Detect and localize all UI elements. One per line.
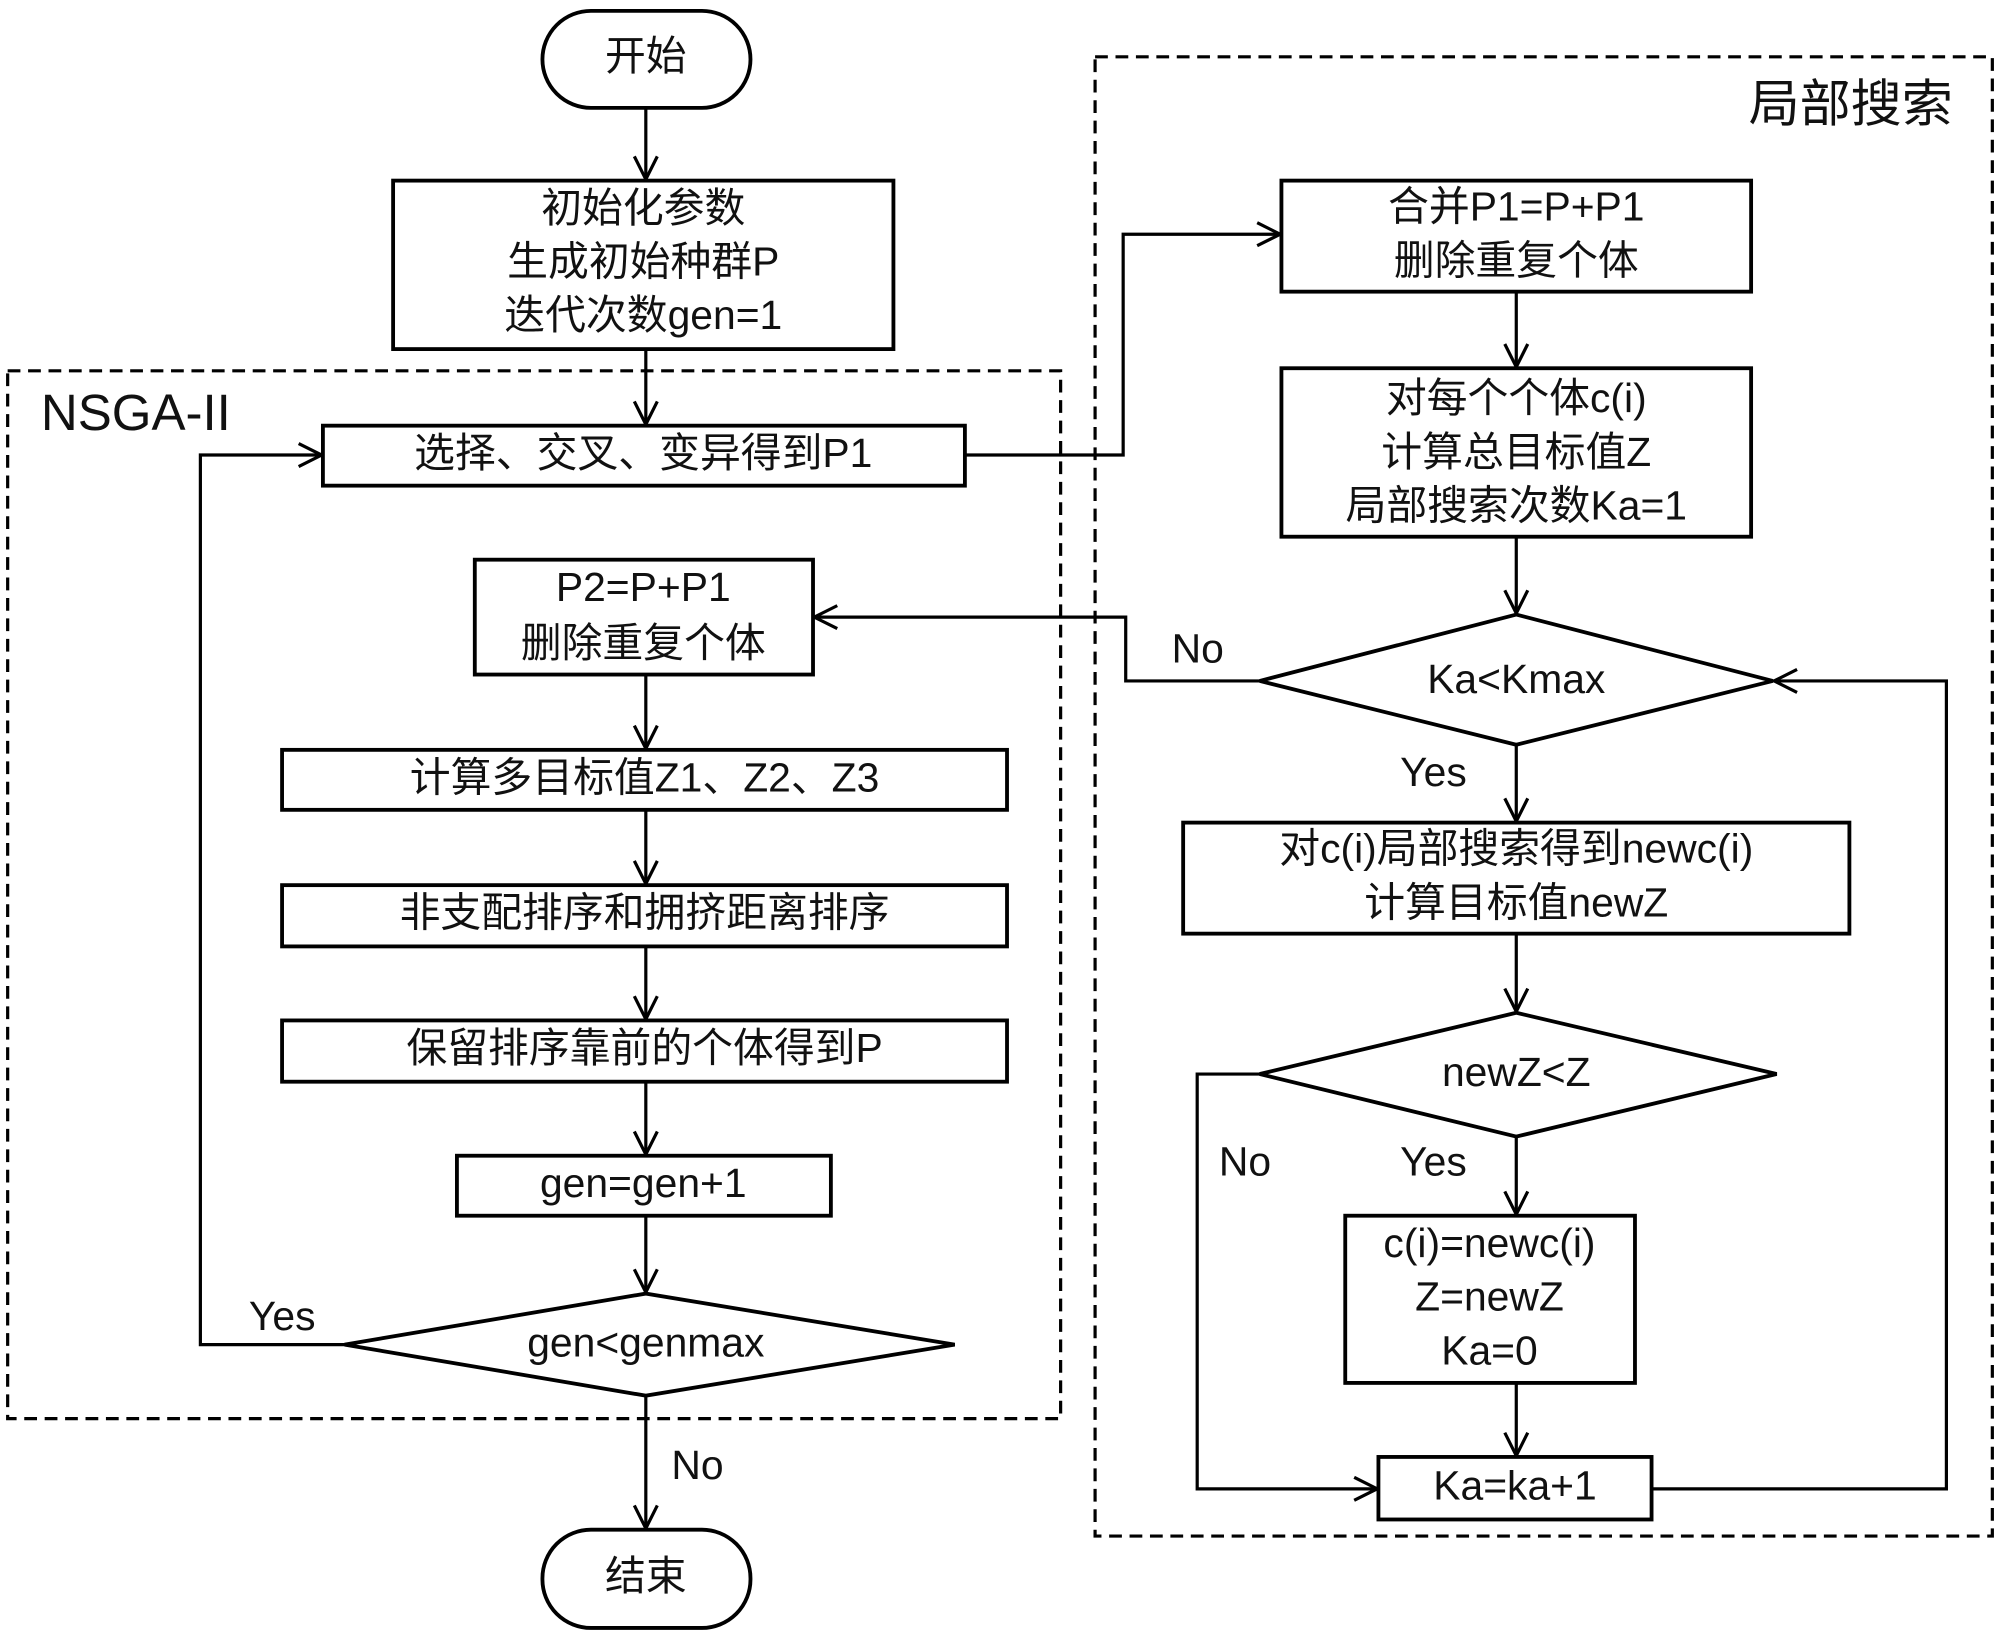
edge-label-gen-no: No xyxy=(671,1442,723,1488)
edge-label-ka-yes: Yes xyxy=(1400,749,1467,795)
node-select[interactable]: 选择、交叉、变异得到P1 xyxy=(320,423,967,488)
node-gen-inc[interactable]: gen=gen+1 xyxy=(455,1153,833,1218)
node-merge-p2-line1: P2=P+P1 xyxy=(556,564,731,610)
node-end-text: 结束 xyxy=(605,1553,687,1599)
node-per-individual-line1: 对每个个体c(i) xyxy=(1386,375,1647,421)
edge-kainc-loop xyxy=(1651,679,1948,1491)
node-merge-p1-line2: 删除重复个体 xyxy=(1394,237,1639,283)
node-ka-inc[interactable]: Ka=ka+1 xyxy=(1376,1455,1654,1522)
node-calc-multi-text: 计算多目标值Z1、Z2、Z3 xyxy=(410,754,880,800)
node-update-line3: Ka=0 xyxy=(1441,1327,1538,1373)
node-merge-p2[interactable]: P2=P+P1 删除重复个体 xyxy=(472,557,815,677)
local-search-group-box xyxy=(1093,55,1994,1538)
node-keep-text: 保留排序靠前的个体得到P xyxy=(406,1025,882,1071)
node-per-individual[interactable]: 对每个个体c(i) 计算总目标值Z 局部搜索次数Ka=1 xyxy=(1279,366,1754,539)
edge-newz-no xyxy=(1195,1072,1376,1491)
node-newz-check[interactable]: newZ<Z xyxy=(1259,1010,1778,1139)
node-init[interactable]: 初始化参数 生成初始种群P 迭代次数gen=1 xyxy=(391,178,896,352)
node-gen-check-text: gen<genmax xyxy=(527,1320,764,1366)
node-init-line3: 迭代次数gen=1 xyxy=(504,292,782,338)
node-local-search[interactable]: 对c(i)局部搜索得到newc(i) 计算目标值newZ xyxy=(1181,820,1852,936)
node-keep[interactable]: 保留排序靠前的个体得到P xyxy=(280,1018,1009,1084)
node-calc-multi[interactable]: 计算多目标值Z1、Z2、Z3 xyxy=(280,747,1009,812)
node-gen-inc-text: gen=gen+1 xyxy=(540,1160,747,1206)
node-select-text: 选择、交叉、变异得到P1 xyxy=(414,430,872,476)
node-merge-p1[interactable]: 合并P1=P+P1 删除重复个体 xyxy=(1279,178,1754,294)
node-update-line2: Z=newZ xyxy=(1415,1274,1564,1320)
local-search-group-label: 局部搜索 xyxy=(1749,75,1953,132)
node-newz-check-text: newZ<Z xyxy=(1442,1049,1591,1095)
node-ka-inc-text: Ka=ka+1 xyxy=(1433,1463,1596,1509)
node-local-search-line2: 计算目标值newZ xyxy=(1364,879,1668,925)
nsga-group-label: NSGA-II xyxy=(41,384,231,441)
node-start-text: 开始 xyxy=(605,33,687,79)
node-update[interactable]: c(i)=newc(i) Z=newZ Ka=0 xyxy=(1343,1213,1637,1385)
node-local-search-line1: 对c(i)局部搜索得到newc(i) xyxy=(1279,826,1753,872)
edge-yes-loop xyxy=(198,453,345,1347)
edge-ka-no xyxy=(815,615,1260,683)
nsga-group-box xyxy=(6,369,1063,1421)
node-sort[interactable]: 非支配排序和拥挤距离排序 xyxy=(280,883,1009,949)
node-init-line1: 初始化参数 xyxy=(541,185,745,231)
edge-select-merge xyxy=(964,232,1279,457)
node-end[interactable]: 结束 xyxy=(540,1527,753,1630)
node-gen-check[interactable]: gen<genmax xyxy=(344,1291,956,1398)
edge-label-ka-no: No xyxy=(1172,625,1224,671)
node-init-line2: 生成初始种群P xyxy=(507,239,779,285)
node-ka-check-text: Ka<Kmax xyxy=(1427,656,1605,702)
node-ka-check[interactable]: Ka<Kmax xyxy=(1259,612,1774,747)
node-per-individual-line2: 计算总目标值Z xyxy=(1381,429,1651,475)
node-merge-p1-line1: 合并P1=P+P1 xyxy=(1388,184,1644,230)
node-per-individual-line3: 局部搜索次数Ka=1 xyxy=(1346,482,1687,528)
node-start[interactable]: 开始 xyxy=(540,8,753,110)
arrow-left-icon xyxy=(1770,668,1798,694)
edge-label-gen-yes: Yes xyxy=(249,1293,316,1339)
node-update-line1: c(i)=newc(i) xyxy=(1383,1220,1595,1266)
node-sort-text: 非支配排序和拥挤距离排序 xyxy=(400,890,890,936)
node-merge-p2-line2: 删除重复个体 xyxy=(521,620,766,666)
edge-label-newz-no: No xyxy=(1219,1138,1271,1184)
edges xyxy=(198,107,1948,1528)
edge-label-newz-yes: Yes xyxy=(1400,1138,1467,1184)
